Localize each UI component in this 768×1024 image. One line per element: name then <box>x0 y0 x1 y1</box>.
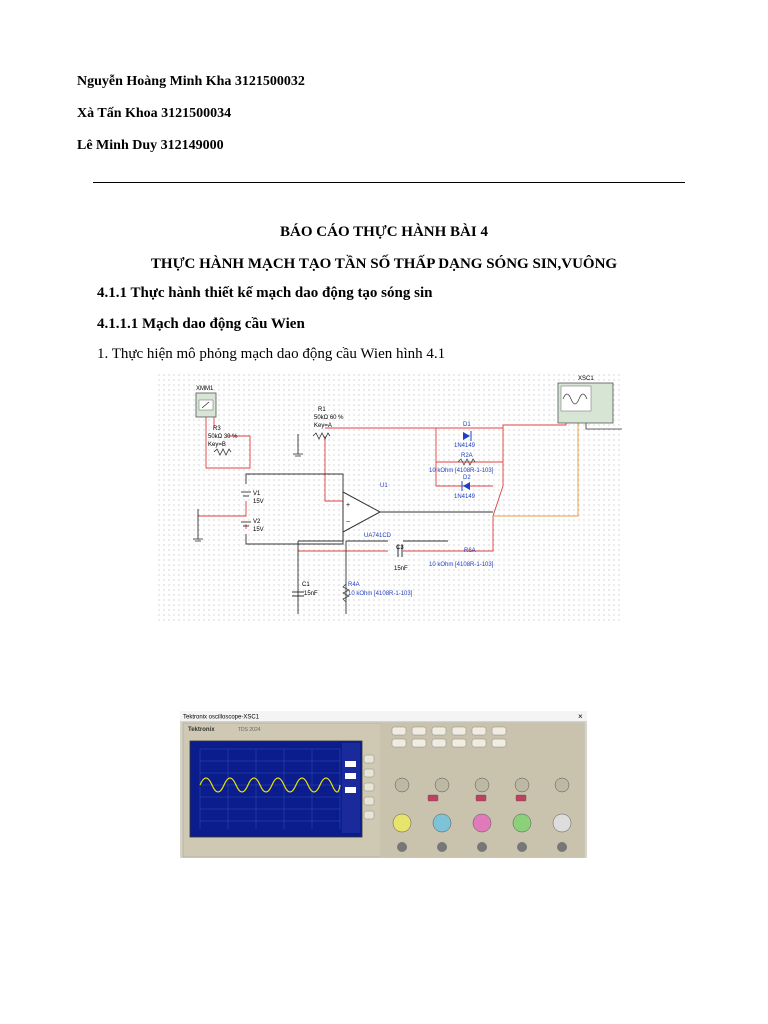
section-heading-4-1-1-1: 4.1.1.1 Mạch dao động cầu Wien <box>97 316 305 332</box>
c1-value: 15nF <box>304 591 318 597</box>
author-3: Lê Minh Duy 312149000 <box>77 138 224 153</box>
horizontal-divider <box>93 182 685 183</box>
report-title: BÁO CÁO THỰC HÀNH BÀI 4 <box>280 224 488 240</box>
sine-trace <box>199 777 341 793</box>
c3-value: 15nF <box>394 566 408 572</box>
multimeter-icon <box>195 392 217 418</box>
r4a-value: 10 kOhm [4108R-1-103] <box>348 591 413 597</box>
svg-text:−: − <box>346 519 350 526</box>
v1-value: 15V <box>253 499 264 505</box>
r6a-name: R6A <box>464 548 476 554</box>
d2-name: D2 <box>463 475 471 481</box>
c1-name: C1 <box>302 582 310 588</box>
xmm1-label: XMM1 <box>196 386 214 392</box>
r3-key: Key=B <box>208 442 226 448</box>
scope-window-title: Tektronix oscilloscope-XSC1 <box>183 715 260 721</box>
r1-key: Key=A <box>314 423 332 429</box>
d1-model: 1N4149 <box>454 443 476 449</box>
r1-value: 50kΩ 60 % <box>314 415 344 421</box>
r1-name: R1 <box>318 407 326 413</box>
author-1: Nguyễn Hoàng Minh Kha 3121500032 <box>77 74 305 89</box>
r2a-value: 10 kOhm [4108R-1-103] <box>429 468 494 474</box>
u1-model: UA741CD <box>364 533 392 539</box>
r3-value: 50kΩ 30 % <box>208 434 238 440</box>
scope-brand: Tektronix <box>188 727 215 733</box>
svg-text:+: + <box>346 502 350 509</box>
v2-name: V2 <box>253 519 261 525</box>
section-heading-4-1-1: 4.1.1 Thực hành thiết kế mạch dao động t… <box>97 285 433 301</box>
r4a-name: R4A <box>348 582 360 588</box>
d1-name: D1 <box>463 422 471 428</box>
u1-name: U1 <box>380 483 388 489</box>
report-subtitle: THỰC HÀNH MẠCH TẠO TẦN SỐ THẤP DẠNG SÓNG… <box>150 256 618 272</box>
oscilloscope-screenshot: Tektronix oscilloscope-XSC1 × Tektronix … <box>180 711 587 858</box>
close-icon[interactable]: × <box>578 712 583 721</box>
wien-bridge-circuit-figure: XMM1 R1 50kΩ 60 % Key=A R3 50kΩ 30 % K <box>158 374 622 624</box>
r3-name: R3 <box>213 426 221 432</box>
r6a-value: 10 kOhm [4108R-1-103] <box>429 562 494 568</box>
scope-model: TDS 2024 <box>238 727 261 733</box>
r2a-name: R2A <box>461 453 473 459</box>
step-1-text: 1. Thực hiện mô phỏng mạch dao động cầu … <box>97 346 446 362</box>
v2-value: 15V <box>253 527 264 533</box>
c3-name: C3 <box>396 545 404 551</box>
xsc1-label: XSC1 <box>578 376 594 382</box>
v1-name: V1 <box>253 491 261 497</box>
d2-model: 1N4149 <box>454 494 476 500</box>
author-2: Xà Tấn Khoa 3121500034 <box>77 106 232 121</box>
oscilloscope-icon <box>557 382 614 424</box>
